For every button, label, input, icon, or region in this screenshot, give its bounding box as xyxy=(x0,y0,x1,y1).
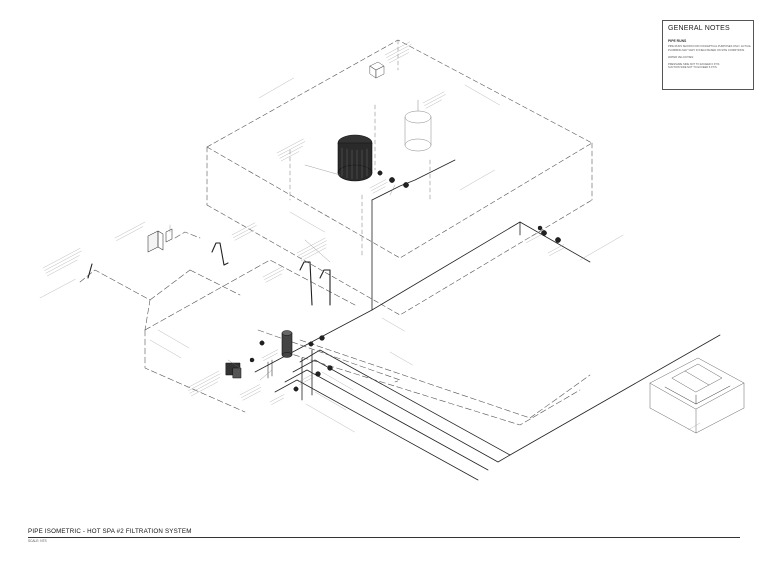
title-rule xyxy=(28,537,740,538)
callout-leaders xyxy=(169,164,396,381)
pump-filter-cluster xyxy=(225,330,293,379)
control-panel-left xyxy=(147,228,173,253)
drawing-title: PIPE ISOMETRIC - HOT SPA #2 FILTRATION S… xyxy=(28,528,192,535)
general-notes-line: PRESSURE SIDE NOT TO EXCEED 6 FT/S xyxy=(668,62,720,66)
general-notes-line: PLUMBING MAY VARY IN FIELD BASED ON SITE… xyxy=(668,48,745,52)
general-notes-line: WATER VELOCITIES: xyxy=(668,55,694,59)
general-notes-box: GENERAL NOTES PIPE RUNS PIPE RUNS SHOWN … xyxy=(662,20,754,90)
valve-fittings xyxy=(249,170,561,392)
general-notes-line: PIPE RUNS SHOWN FOR CONCEPTUAL PURPOSES … xyxy=(668,45,752,48)
equipment-enclosure-outline xyxy=(206,39,593,316)
heater-unit xyxy=(337,134,373,182)
general-notes-title: GENERAL NOTES xyxy=(668,25,730,32)
ghost-tank xyxy=(404,99,432,152)
pipe-loops xyxy=(87,242,331,306)
annotation-text-blocks xyxy=(39,41,701,433)
drawing-scale: SCALE: NTS xyxy=(28,539,47,543)
spa-basin-pipes xyxy=(664,385,731,405)
spa-basin-outline xyxy=(649,357,745,434)
general-notes-subtitle: PIPE RUNS xyxy=(668,39,687,43)
general-notes-line: SUCTION SIDE NOT TO EXCEED 6 FT/S xyxy=(668,66,717,69)
suction-dashed-runs xyxy=(79,231,591,426)
main-pipe-runs xyxy=(254,159,721,481)
control-box-top xyxy=(369,61,385,79)
